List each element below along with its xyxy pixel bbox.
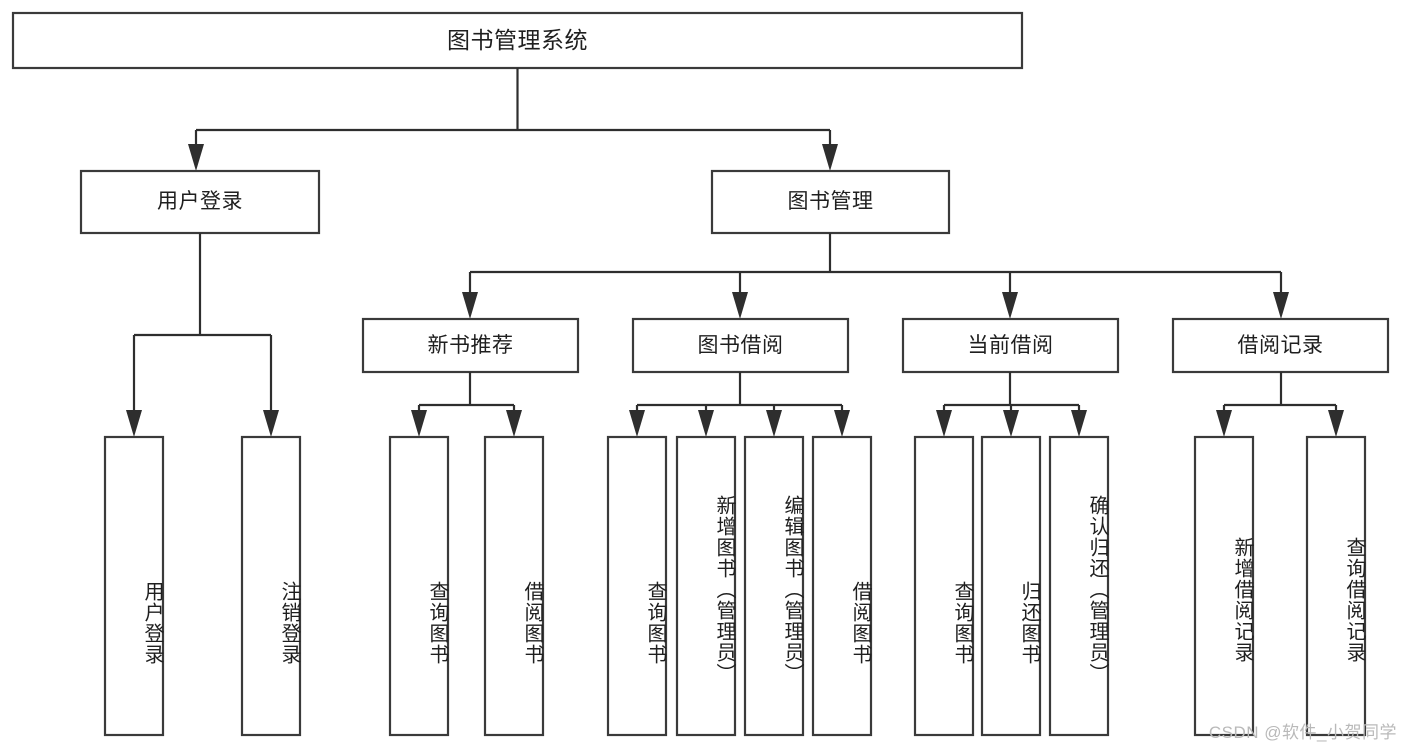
node-leaf-return-book-box[interactable]	[980, 435, 1042, 737]
arrowhead-br-leaf-1	[1216, 410, 1232, 437]
arrowhead-cb-leaf-1	[936, 410, 952, 437]
arrowhead-nbr-leaf-1	[411, 410, 427, 437]
arrowhead-bm-book-borrow	[732, 292, 748, 319]
node-leaf-borrow-book-2-box[interactable]	[811, 435, 873, 737]
node-leaf-borrow-book-1-box[interactable]	[483, 435, 545, 737]
arrowhead-bb-leaf-2	[698, 410, 714, 437]
node-leaf-user-login-box[interactable]	[103, 435, 165, 737]
arrowhead-root-to-book-manage	[822, 144, 838, 171]
node-leaf-query-book-2-box[interactable]	[606, 435, 668, 737]
arrowhead-root-to-user-login	[188, 144, 204, 171]
node-leaf-query-book-3-box[interactable]	[913, 435, 975, 737]
node-leaf-add-book-box[interactable]	[675, 435, 737, 737]
arrowhead-nbr-leaf-2	[506, 410, 522, 437]
node-current-borrow-box[interactable]	[901, 317, 1120, 374]
node-user-login-box[interactable]	[79, 169, 321, 235]
arrowhead-cb-leaf-3	[1071, 410, 1087, 437]
node-book-manage-box[interactable]	[710, 169, 951, 235]
node-leaf-add-record-box[interactable]	[1193, 435, 1255, 737]
node-leaf-query-record-box[interactable]	[1305, 435, 1367, 737]
node-new-book-recommend-box[interactable]	[361, 317, 580, 374]
node-leaf-query-book-1-box[interactable]	[388, 435, 450, 737]
arrowhead-cb-leaf-2	[1003, 410, 1019, 437]
node-leaf-confirm-return-box[interactable]	[1048, 435, 1110, 737]
arrowhead-user-login-leaf-1	[126, 410, 142, 437]
node-leaf-logout-box[interactable]	[240, 435, 302, 737]
arrowhead-bm-new-book-recommend	[462, 292, 478, 319]
node-borrow-record-box[interactable]	[1171, 317, 1390, 374]
arrowhead-bm-borrow-record	[1273, 292, 1289, 319]
arrowhead-bb-leaf-1	[629, 410, 645, 437]
node-root-box[interactable]	[11, 11, 1024, 70]
arrowhead-bm-current-borrow	[1002, 292, 1018, 319]
node-book-borrow-box[interactable]	[631, 317, 850, 374]
arrowhead-user-login-leaf-2	[263, 410, 279, 437]
arrowhead-br-leaf-2	[1328, 410, 1344, 437]
node-leaf-edit-book-box[interactable]	[743, 435, 805, 737]
arrowhead-bb-leaf-4	[834, 410, 850, 437]
arrowhead-bb-leaf-3	[766, 410, 782, 437]
